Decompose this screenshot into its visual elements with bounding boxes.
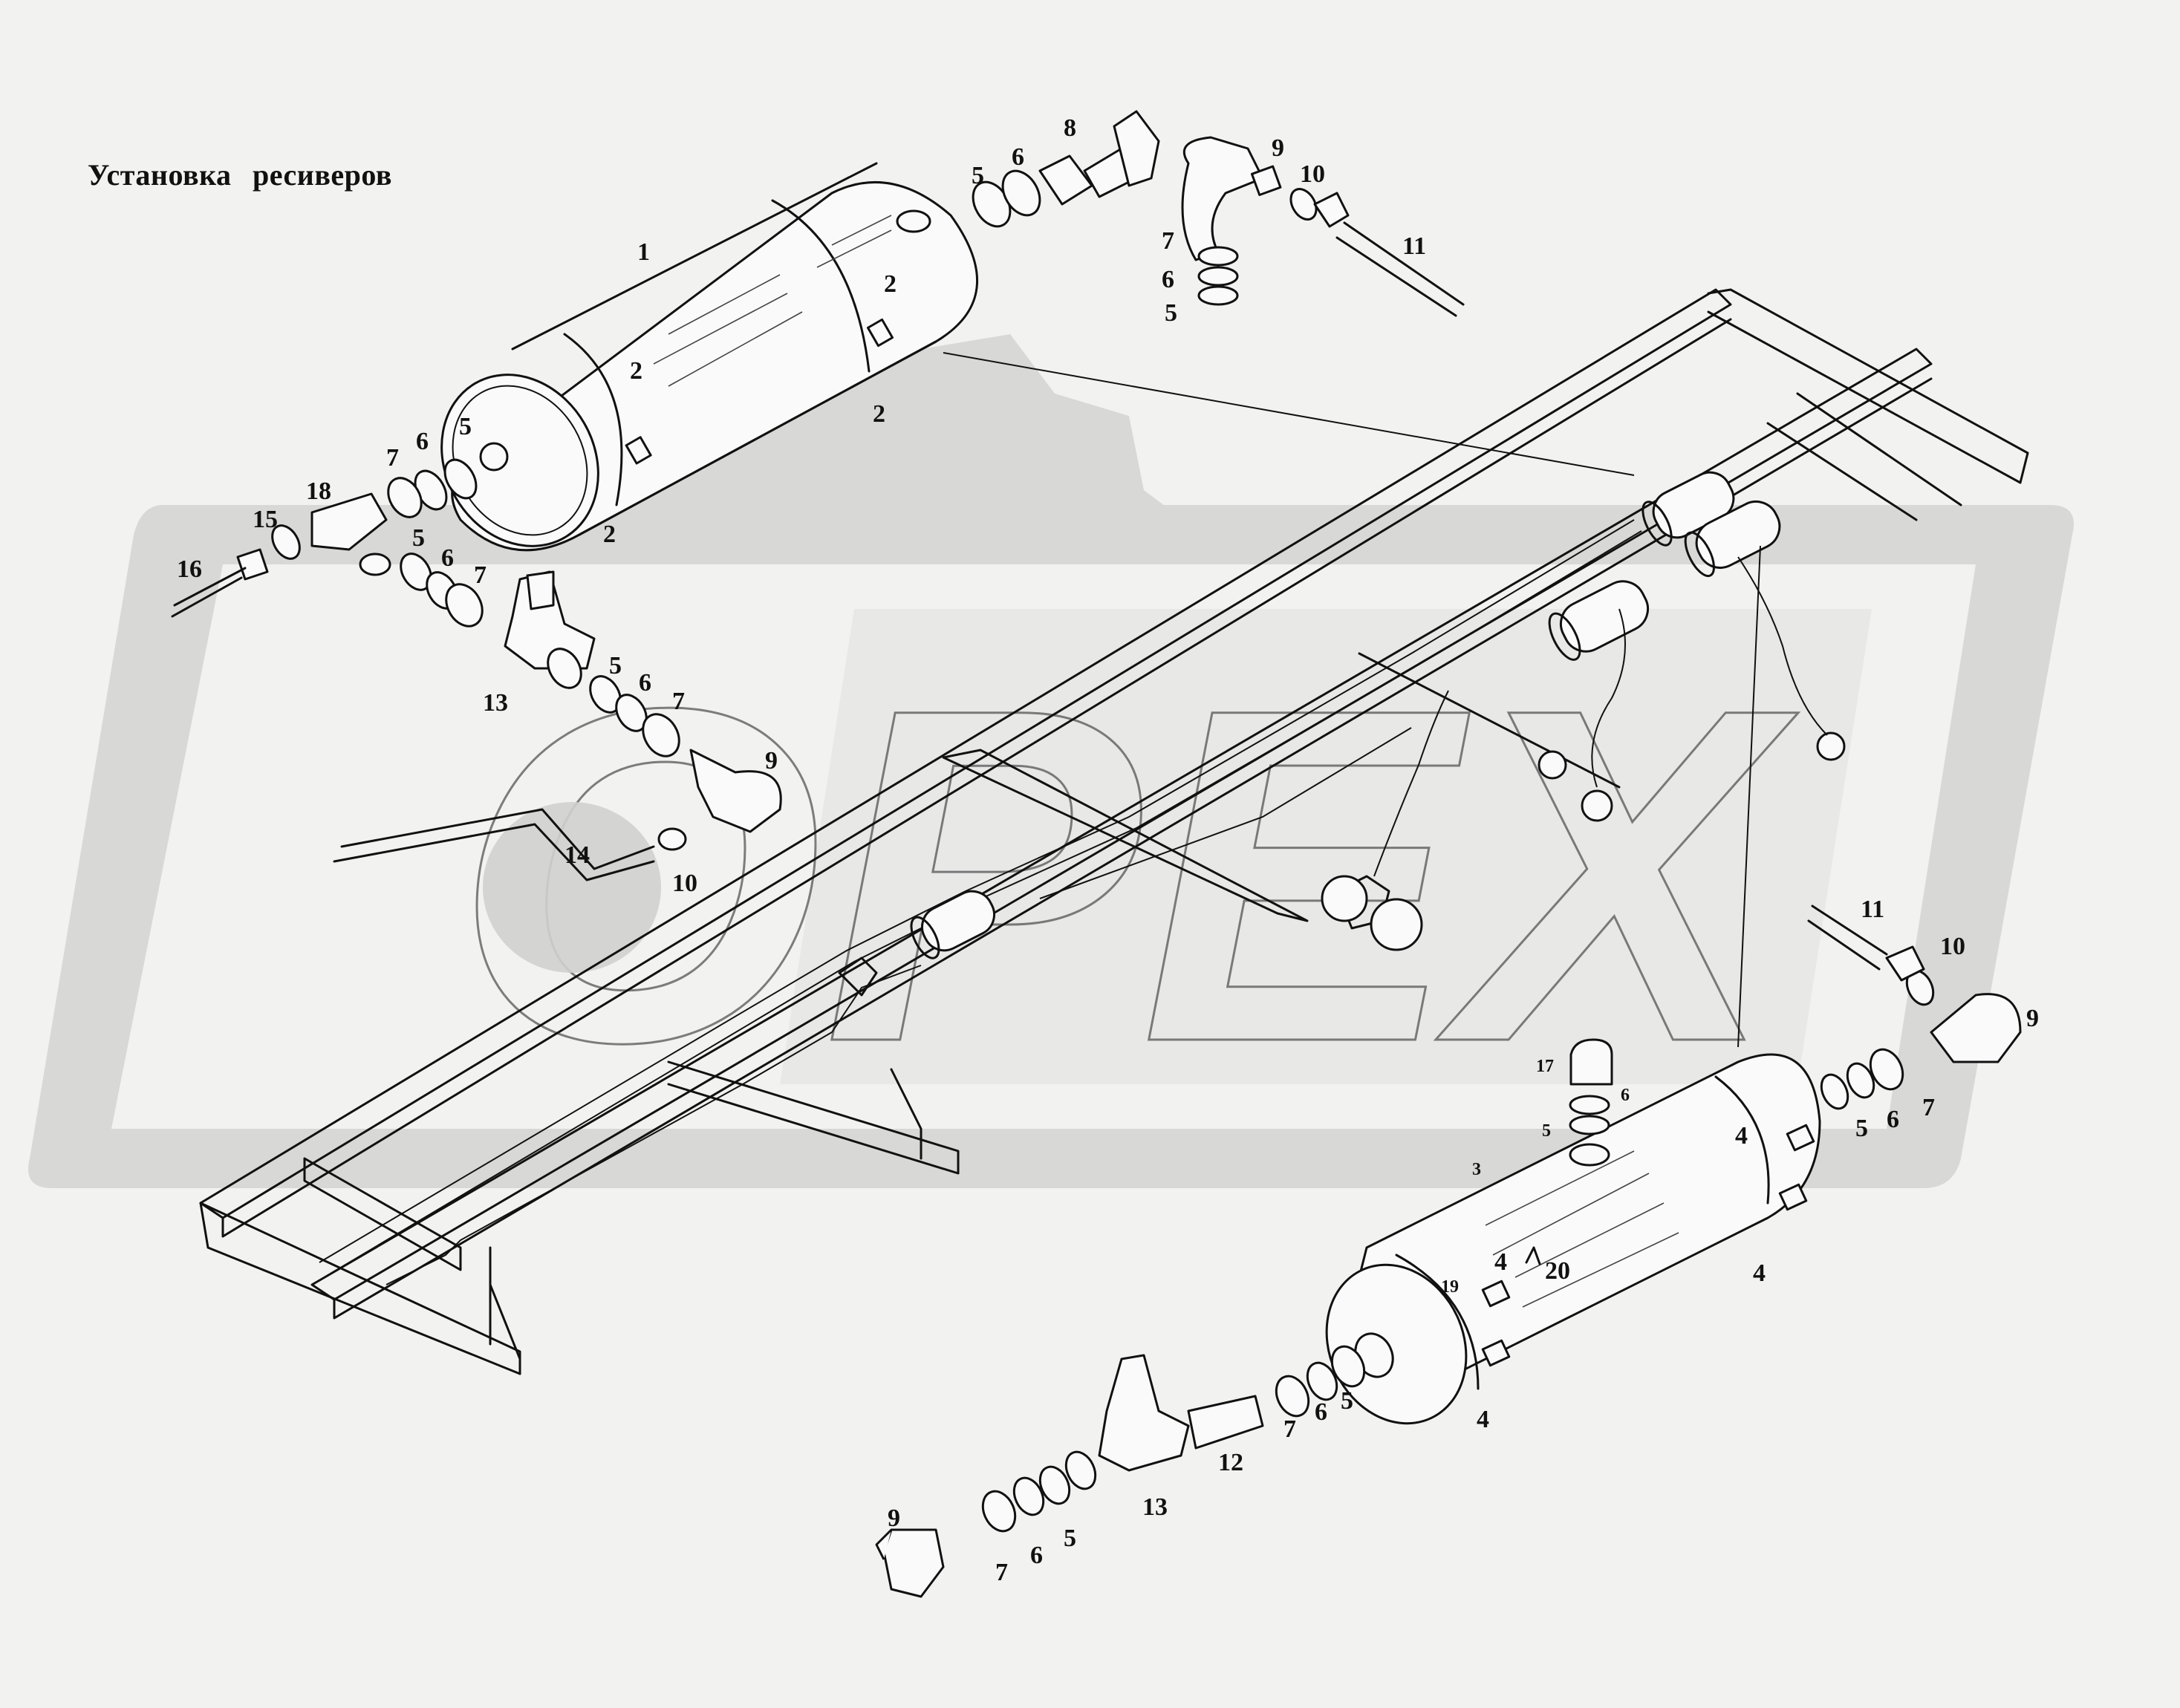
callout-label: 5 bbox=[459, 413, 472, 440]
callout-label: 9 bbox=[2026, 1005, 2039, 1032]
callout-label: 7 bbox=[474, 561, 487, 589]
callout-label: 4 bbox=[1494, 1248, 1507, 1276]
callout-label: 11 bbox=[1861, 896, 1884, 923]
callout-label: 2 bbox=[884, 270, 897, 298]
callout-label: 5 bbox=[412, 524, 425, 552]
callout-label: 9 bbox=[888, 1505, 900, 1532]
callout-label: 5 bbox=[609, 652, 622, 679]
callout-label: 6 bbox=[639, 669, 651, 697]
callout-label: 6 bbox=[1621, 1086, 1630, 1105]
callout-label: 20 bbox=[1545, 1257, 1570, 1285]
callout-label: 7 bbox=[995, 1559, 1008, 1586]
callout-label: 2 bbox=[630, 357, 642, 385]
callout-label: 3 bbox=[1472, 1160, 1481, 1179]
callout-label: 8 bbox=[1064, 114, 1076, 142]
left-fittings bbox=[171, 458, 782, 881]
callout-label: 5 bbox=[1855, 1115, 1868, 1142]
callout-label: 12 bbox=[1218, 1449, 1243, 1476]
callout-label: 4 bbox=[1477, 1406, 1489, 1433]
callout-label: 17 bbox=[1536, 1057, 1554, 1076]
callout-label: 2 bbox=[873, 400, 885, 428]
callout-label: 6 bbox=[1012, 143, 1024, 171]
callout-label: 6 bbox=[416, 428, 429, 455]
upper-receiver bbox=[440, 162, 979, 552]
callouts: 1 2 2 2 2 5 6 8 9 10 7 6 5 11 5 6 7 18 1… bbox=[177, 114, 2039, 1586]
callout-label: 10 bbox=[1300, 160, 1325, 188]
callout-label: 18 bbox=[306, 477, 331, 505]
callout-label: 5 bbox=[1542, 1121, 1551, 1141]
callout-label: 6 bbox=[1887, 1106, 1899, 1133]
callout-label: 4 bbox=[1735, 1122, 1748, 1150]
frame-receivers bbox=[838, 471, 1846, 997]
leader-line bbox=[943, 352, 1635, 476]
callout-label: 1 bbox=[637, 238, 650, 266]
callout-label: 5 bbox=[1341, 1387, 1353, 1415]
callout-label: 5 bbox=[1064, 1525, 1076, 1552]
lower-receiver bbox=[1325, 1053, 1821, 1425]
callout-label: 10 bbox=[672, 870, 697, 897]
callout-label: 5 bbox=[972, 162, 984, 189]
callout-label: 15 bbox=[253, 506, 278, 533]
callout-label: 6 bbox=[1315, 1398, 1327, 1426]
callout-label: 10 bbox=[1940, 933, 1965, 960]
callout-label: 16 bbox=[177, 555, 202, 583]
callout-label: 9 bbox=[1272, 134, 1284, 162]
leader-line bbox=[1737, 545, 1761, 1048]
callout-label: 7 bbox=[386, 444, 399, 472]
callout-label: 4 bbox=[1753, 1259, 1766, 1287]
upper-fittings bbox=[972, 110, 1465, 317]
callout-label: 6 bbox=[1030, 1542, 1043, 1569]
callout-label: 7 bbox=[1283, 1415, 1296, 1443]
callout-label: 9 bbox=[765, 747, 778, 775]
callout-label: 7 bbox=[1922, 1094, 1935, 1121]
chassis-frame bbox=[199, 288, 2029, 1375]
callout-label: 13 bbox=[483, 689, 508, 717]
callout-label: 7 bbox=[1162, 227, 1174, 255]
callout-label: 13 bbox=[1142, 1493, 1168, 1521]
callout-label: 19 bbox=[1441, 1277, 1459, 1297]
lower-fittings bbox=[875, 904, 2022, 1598]
callout-label: 5 bbox=[1165, 299, 1177, 327]
diagram-title: Установка ресиверов bbox=[88, 158, 393, 192]
callout-label: 6 bbox=[1162, 266, 1174, 293]
callout-label: 6 bbox=[441, 544, 454, 572]
callout-label: 7 bbox=[672, 688, 685, 715]
callout-label: 14 bbox=[564, 841, 590, 869]
callout-label: 2 bbox=[603, 521, 616, 548]
callout-label: 11 bbox=[1402, 232, 1426, 260]
